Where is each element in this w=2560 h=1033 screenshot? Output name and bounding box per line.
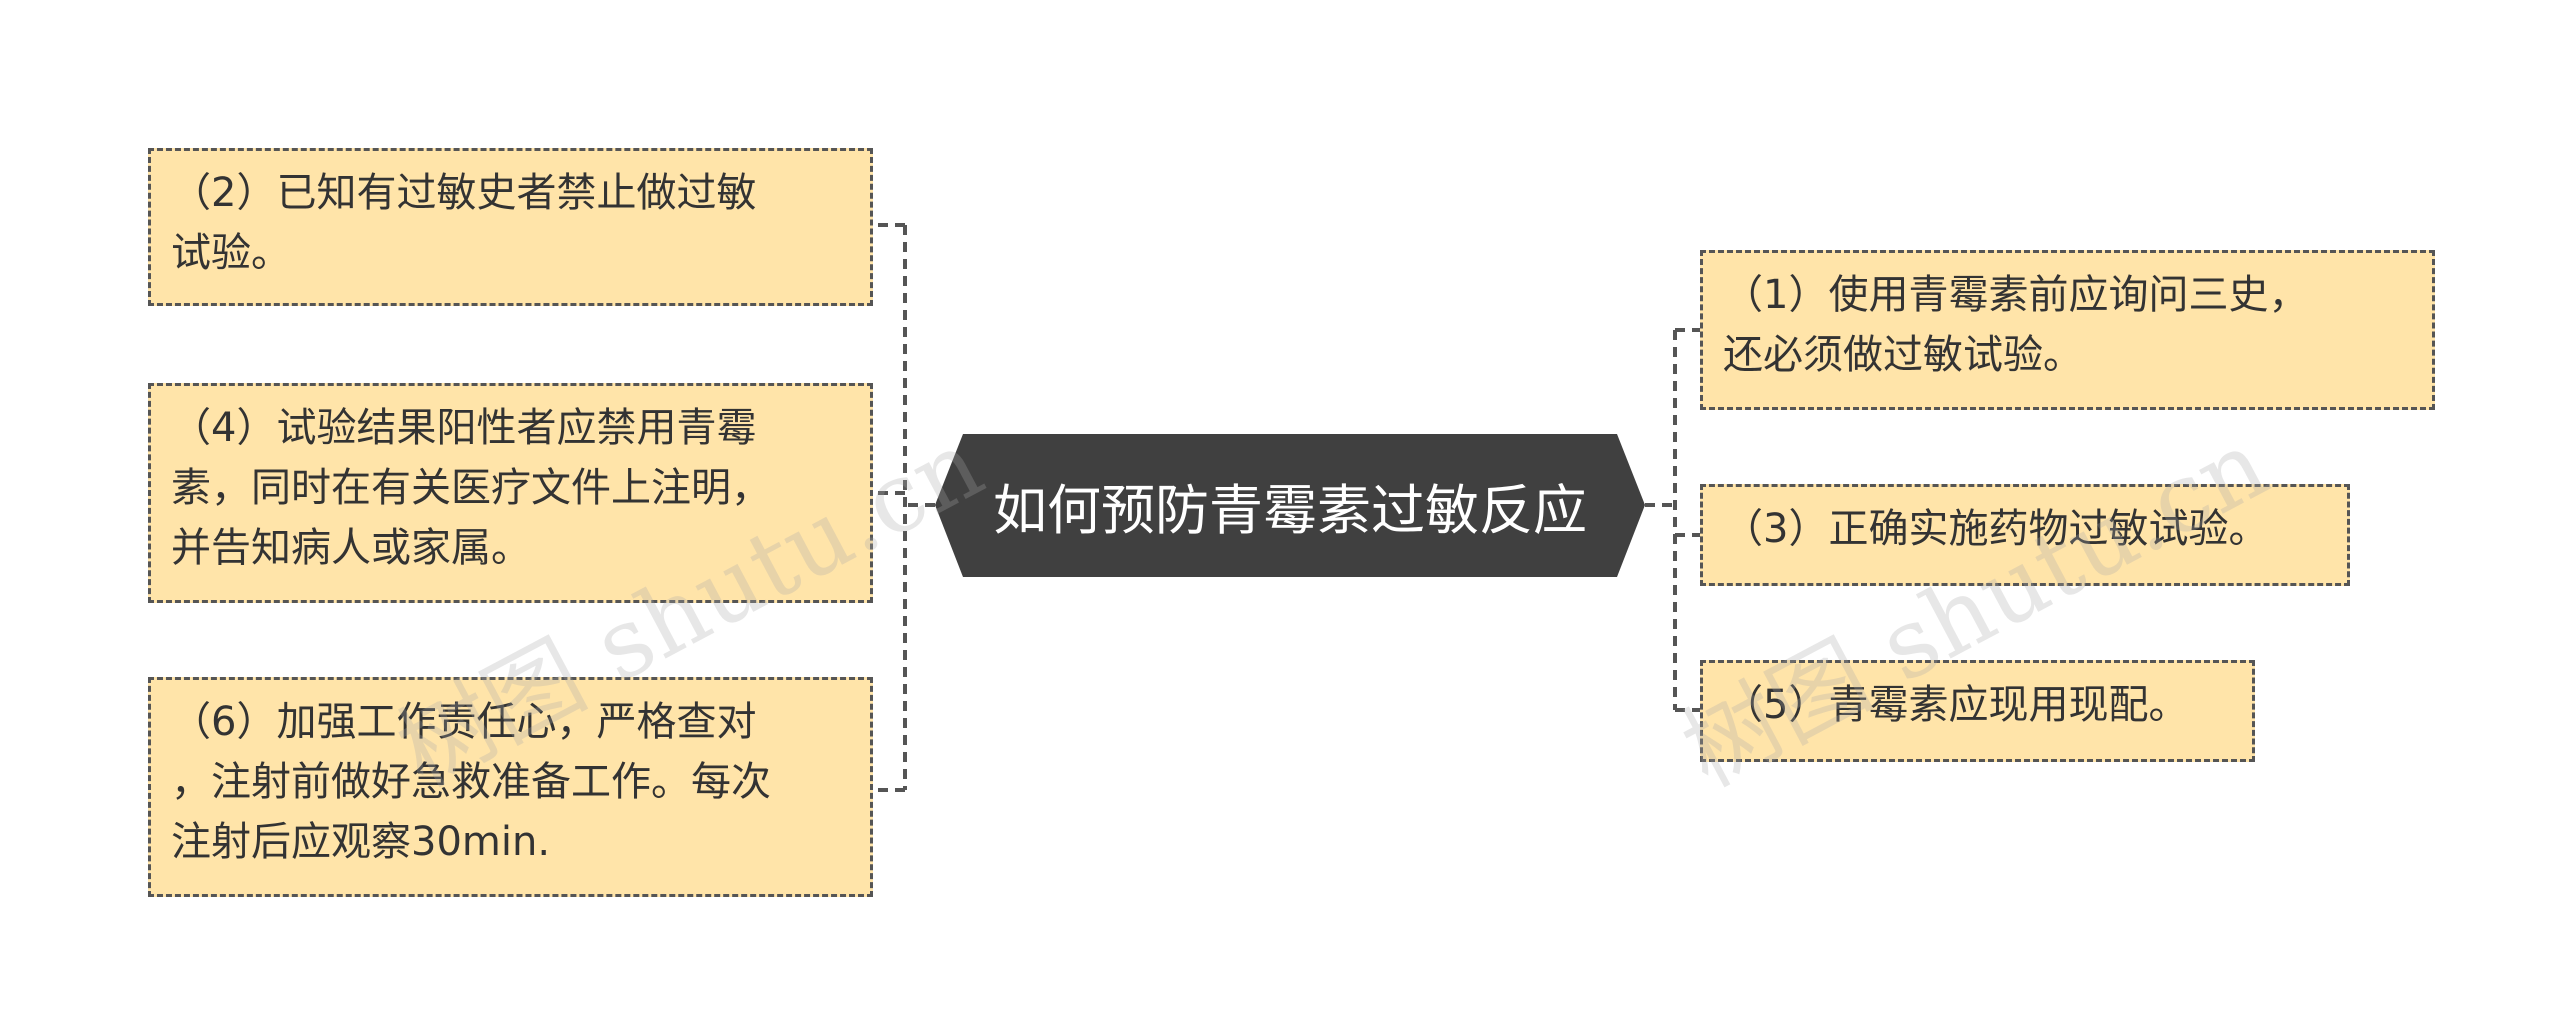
central-topic-shape [935, 434, 1645, 577]
topic-text-line: （4）试验结果阳性者应禁用青霉 [171, 405, 757, 451]
topic-text-line: 还必须做过敏试验。 [1723, 332, 2083, 378]
topic-text-line: 素，同时在有关医疗文件上注明， [171, 465, 771, 511]
central-topic-label: 如何预防青霉素过敏反应 [993, 479, 1587, 542]
topic-text-line: （3）正确实施药物过敏试验。 [1723, 506, 2269, 552]
topic-node-right-3[interactable]: （5）青霉素应现用现配。 [1700, 660, 2255, 762]
topic-text-line: （5）青霉素应现用现配。 [1723, 682, 2189, 728]
topic-text-line: 并告知病人或家属。 [171, 525, 531, 571]
topic-text-line: （2）已知有过敏史者禁止做过敏 [171, 170, 757, 216]
topic-text-line: （1）使用青霉素前应询问三史， [1723, 272, 2309, 318]
topic-node-left-3[interactable]: （6）加强工作责任心，严格查对 ，注射前做好急救准备工作。每次 注射后应观察30… [148, 677, 873, 897]
connector-left-trunk [903, 225, 935, 790]
topic-text-line: ，注射前做好急救准备工作。每次 [171, 759, 771, 805]
central-topic[interactable]: 如何预防青霉素过敏反应 [935, 434, 1645, 577]
topic-node-left-1[interactable]: （2）已知有过敏史者禁止做过敏 试验。 [148, 148, 873, 306]
topic-node-right-2[interactable]: （3）正确实施药物过敏试验。 [1700, 484, 2350, 586]
connector-right-trunk [1645, 330, 1677, 710]
topic-text-line: 注射后应观察30min. [171, 819, 551, 865]
topic-node-right-1[interactable]: （1）使用青霉素前应询问三史， 还必须做过敏试验。 [1700, 250, 2435, 410]
topic-node-left-2[interactable]: （4）试验结果阳性者应禁用青霉 素，同时在有关医疗文件上注明， 并告知病人或家属… [148, 383, 873, 603]
topic-text-line: 试验。 [171, 230, 291, 276]
topic-text-line: （6）加强工作责任心，严格查对 [171, 699, 757, 745]
